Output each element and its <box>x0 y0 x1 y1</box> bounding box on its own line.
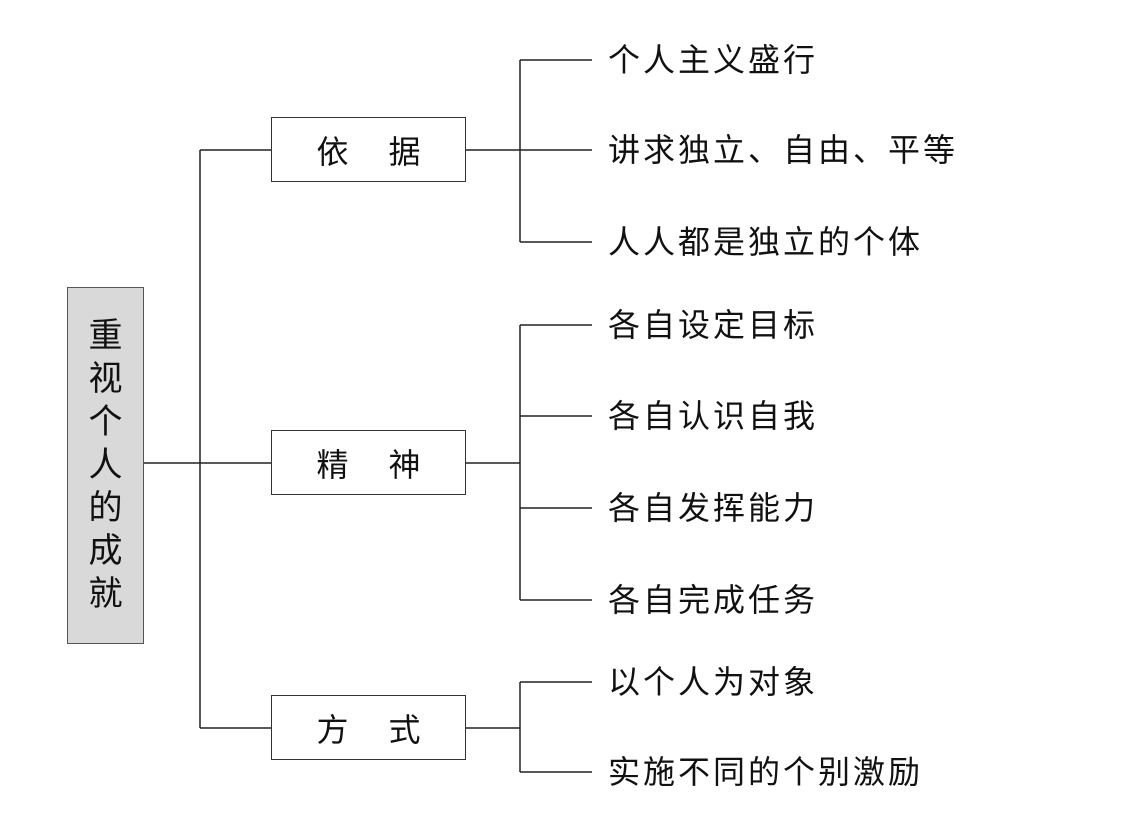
root-char: 就 <box>88 574 123 614</box>
root-char: 重 <box>88 316 123 356</box>
group-node-spirit: 精神 <box>271 430 466 495</box>
leaf-item: 实施不同的个别激励 <box>608 753 924 791</box>
leaf-item: 以个人为对象 <box>608 663 819 701</box>
leaf-item: 各自发挥能力 <box>608 489 819 527</box>
leaf-item: 各自设定目标 <box>608 306 819 344</box>
root-node: 重 视 个 人 的 成 就 <box>67 287 144 644</box>
root-char: 个 <box>88 402 123 442</box>
leaf-item: 各自认识自我 <box>608 397 819 435</box>
root-char: 的 <box>88 488 123 528</box>
root-char: 人 <box>88 445 123 485</box>
root-char: 视 <box>88 359 123 399</box>
leaf-item: 讲求独立、自由、平等 <box>608 131 959 169</box>
leaf-item: 个人主义盛行 <box>608 41 819 79</box>
leaf-item: 人人都是独立的个体 <box>608 223 924 261</box>
leaf-item: 各自完成任务 <box>608 581 819 619</box>
group-node-basis: 依据 <box>271 117 466 182</box>
group-node-method: 方式 <box>271 695 466 760</box>
root-char: 成 <box>88 531 123 571</box>
